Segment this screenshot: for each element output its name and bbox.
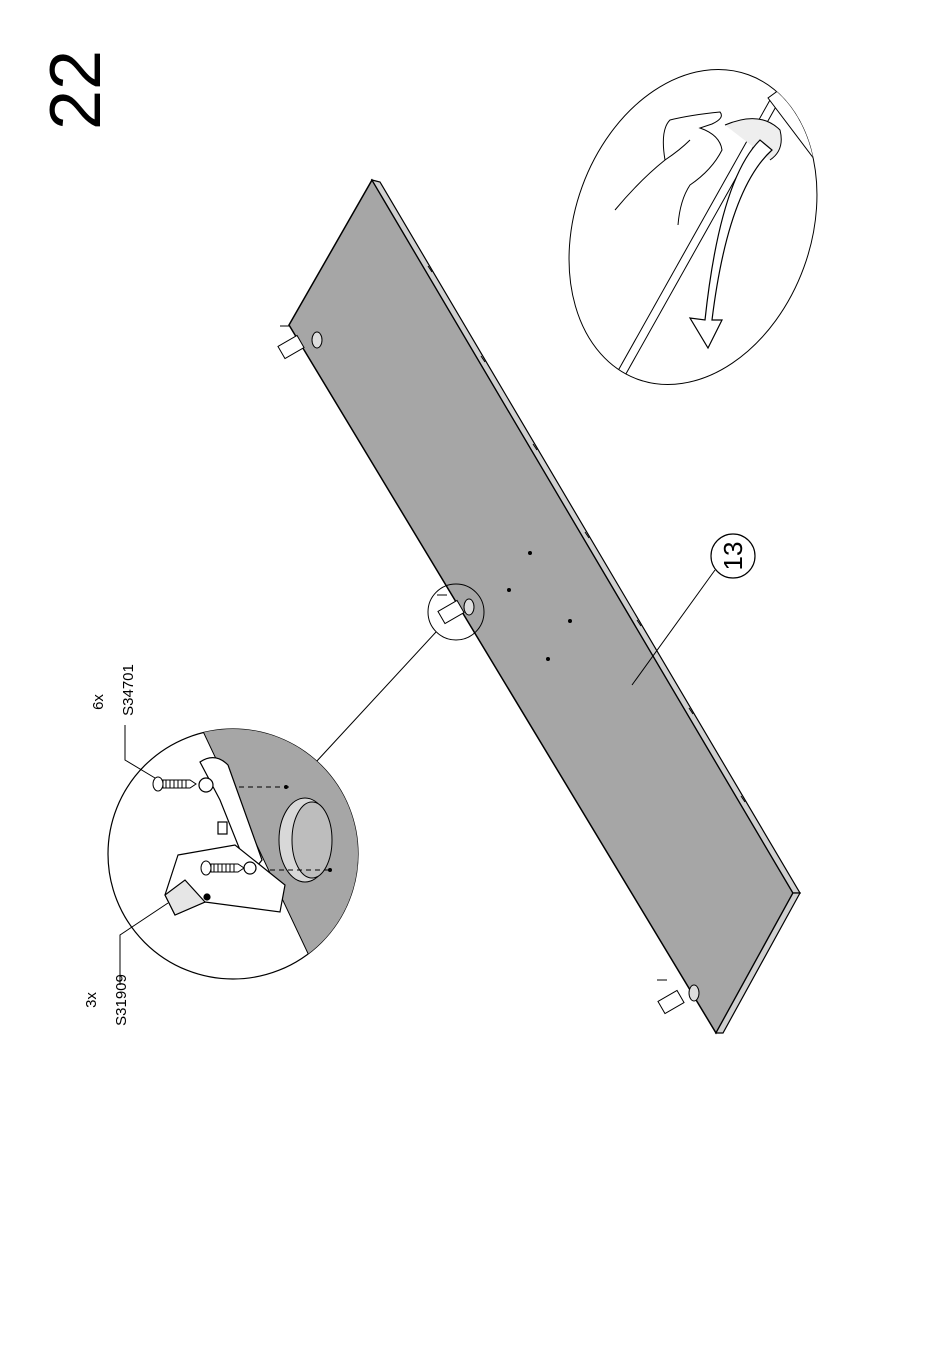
part-label: 13 bbox=[718, 542, 748, 571]
hardware-code: S34701 bbox=[120, 664, 137, 716]
film-peel-detail bbox=[527, 34, 860, 419]
hardware-qty: 3x bbox=[83, 992, 100, 1008]
detail-view bbox=[108, 725, 400, 1000]
hardware-label-2: 3x bbox=[83, 992, 100, 1008]
hardware-label-1: S34701 bbox=[120, 664, 137, 716]
hardware-label-2: S31909 bbox=[113, 974, 130, 1026]
hardware-qty: 6x bbox=[90, 694, 107, 710]
step-number: 22 bbox=[36, 50, 116, 130]
hardware-code: S31909 bbox=[113, 974, 130, 1026]
hardware-label-1: 6x bbox=[90, 694, 107, 710]
detail-leader-line bbox=[316, 632, 436, 762]
hinge-icon bbox=[657, 980, 699, 1014]
